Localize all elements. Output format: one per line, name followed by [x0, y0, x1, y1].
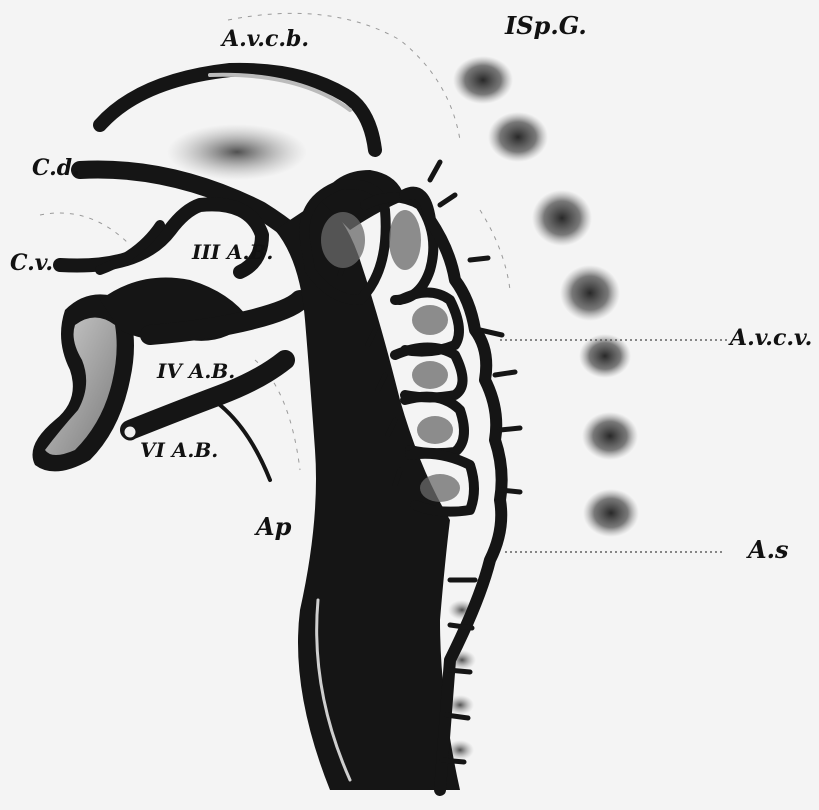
label-ivab: IV A.B. — [157, 361, 235, 381]
label-avcb: A.v.c.b. — [222, 28, 309, 50]
label-cd: C.d. — [32, 157, 80, 179]
label-as: A.s — [748, 538, 789, 562]
label-iiiab: III A.B. — [192, 242, 273, 262]
label-ap: Ap — [256, 515, 291, 539]
label-viab: VI A.B. — [140, 440, 218, 460]
label-avcv: A.v.c.v. — [730, 327, 812, 349]
label-cv: C.v. — [10, 252, 53, 274]
label-ispg: ISp.G. — [505, 14, 587, 38]
